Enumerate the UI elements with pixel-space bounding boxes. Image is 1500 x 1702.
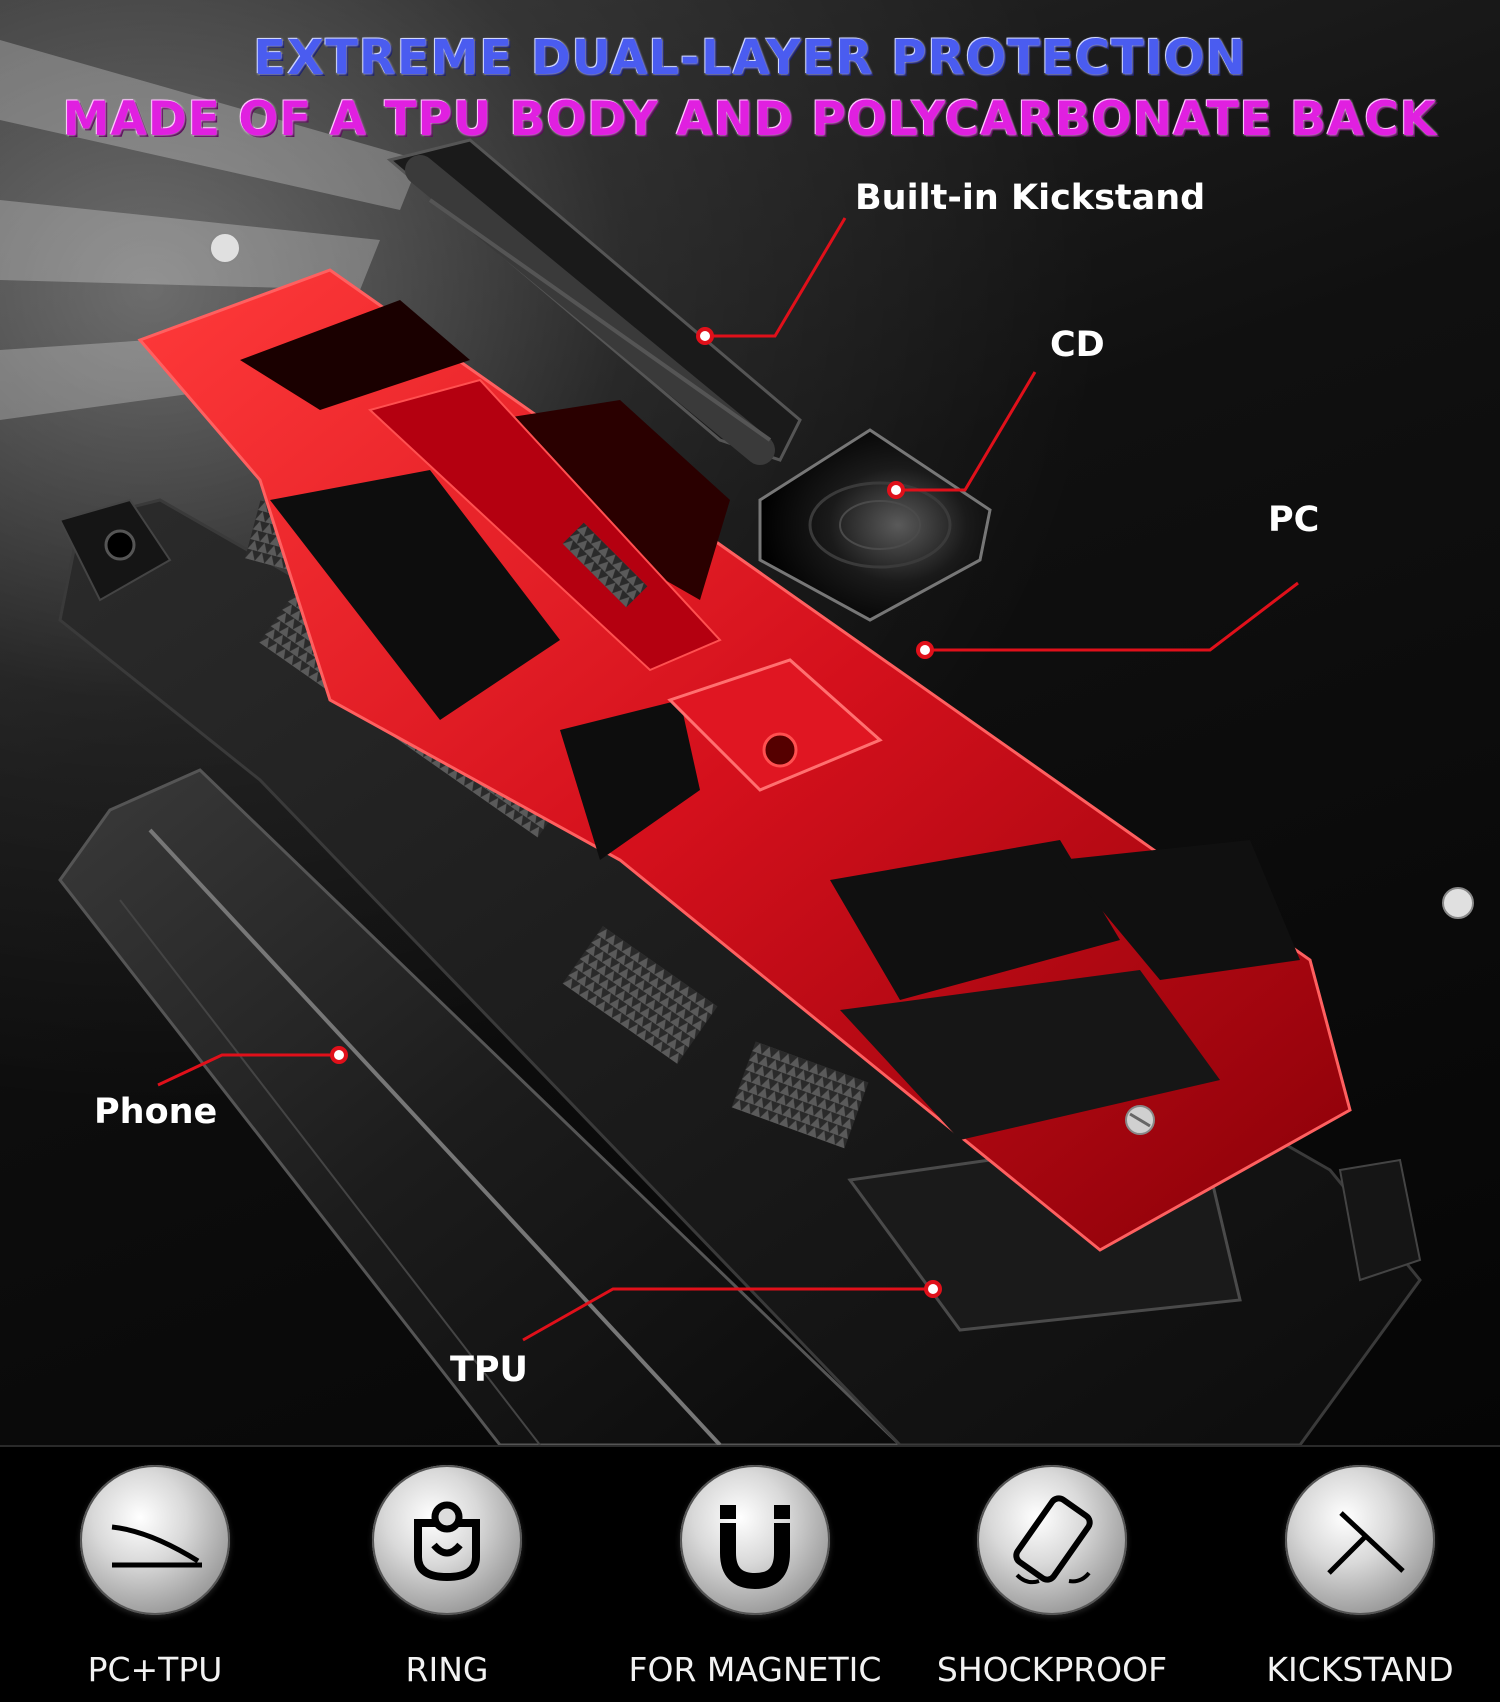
layers-curve-icon [80,1465,230,1615]
callout-dot-cd [887,481,905,499]
phone-body [58,768,903,1445]
magnet-icon [680,1465,830,1615]
callout-label-phone: Phone [94,1092,218,1132]
feature-icon-bar: PC+TPU RING FOR MAGNETIC [0,1445,1500,1702]
feature-pc-tpu: PC+TPU [25,1465,285,1695]
callout-lines [157,217,1299,1342]
feature-kickstand: KICKSTAND [1230,1465,1490,1695]
feature-label: KICKSTAND [1266,1650,1454,1689]
callout-dot-pc [916,641,934,659]
feature-label: SHOCKPROOF [936,1650,1168,1689]
callout-line-kickstand [705,217,847,338]
feature-shockproof: SHOCKPROOF [922,1465,1182,1695]
callout-label-cd: CD [1050,325,1105,365]
feature-magnetic: FOR MAGNETIC [625,1465,885,1695]
headline-line-1: EXTREME DUAL-LAYER PROTECTION [253,30,1247,86]
loose-screw [209,232,1474,919]
callout-line-cd [896,371,1037,492]
kickstand-icon [1285,1465,1435,1615]
ring-holder-icon [372,1465,522,1615]
feature-ring: RING [317,1465,577,1695]
callout-label-pc: PC [1268,500,1320,540]
callout-dot-tpu [924,1280,942,1298]
callout-dots [330,327,942,1298]
product-scene: EXTREME DUAL-LAYER PROTECTION MADE OF A … [0,0,1500,1445]
callout-label-tpu: TPU [450,1350,528,1390]
callout-dot-kickstand [696,327,714,345]
kickstand-part [386,138,802,465]
callout-line-pc [925,581,1299,652]
callout-line-tpu [522,1287,933,1342]
headline-line-2: MADE OF A TPU BODY AND POLYCARBONATE BAC… [62,92,1438,147]
feature-label: RING [405,1650,489,1689]
shockproof-phone-icon [977,1465,1127,1615]
cd-plate [758,428,992,622]
exploded-case-illustration [0,40,1474,1445]
callout-label-kickstand: Built-in Kickstand [855,178,1206,218]
pc-frame [137,268,1352,1252]
callout-line-phone [157,1053,339,1087]
feature-label: PC+TPU [87,1650,223,1689]
callout-dot-phone [330,1046,348,1064]
feature-label: FOR MAGNETIC [628,1650,882,1689]
